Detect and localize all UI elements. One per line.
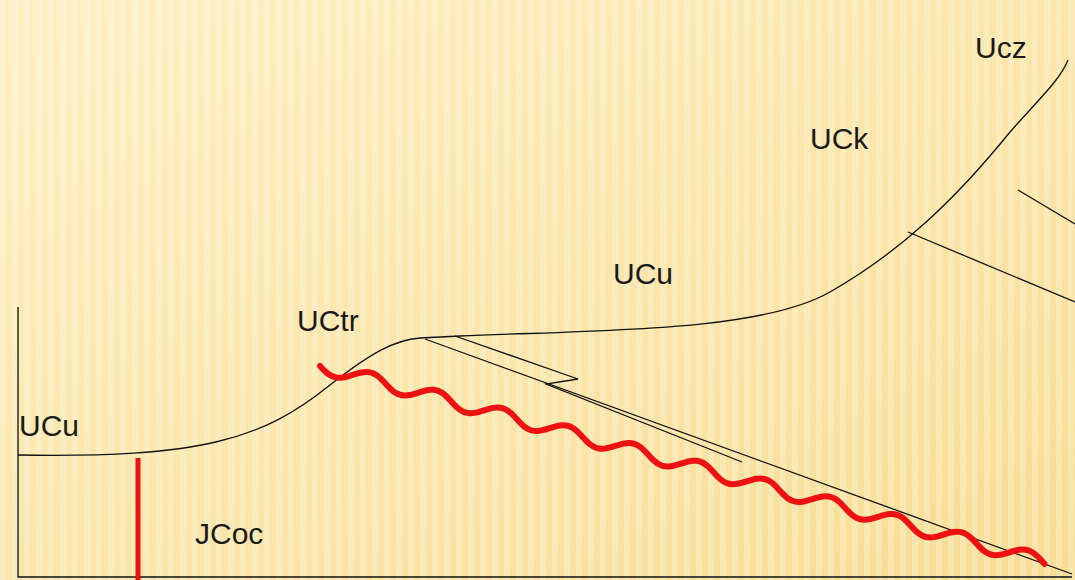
unit-label: UCu [613,259,673,289]
contact-line [908,232,1075,302]
fault-line [136,458,141,580]
fault-line [320,366,1044,564]
interfinger-line [455,336,742,462]
unit-label: JCoc [195,519,263,549]
section-frame [18,307,1072,577]
surface-profile [18,60,1068,455]
unit-label: UCk [810,124,868,154]
unit-label: Ucz [975,33,1027,63]
unit-label: UCtr [297,306,359,336]
unit-label: UCu [19,411,79,441]
contact-line [1018,190,1075,224]
